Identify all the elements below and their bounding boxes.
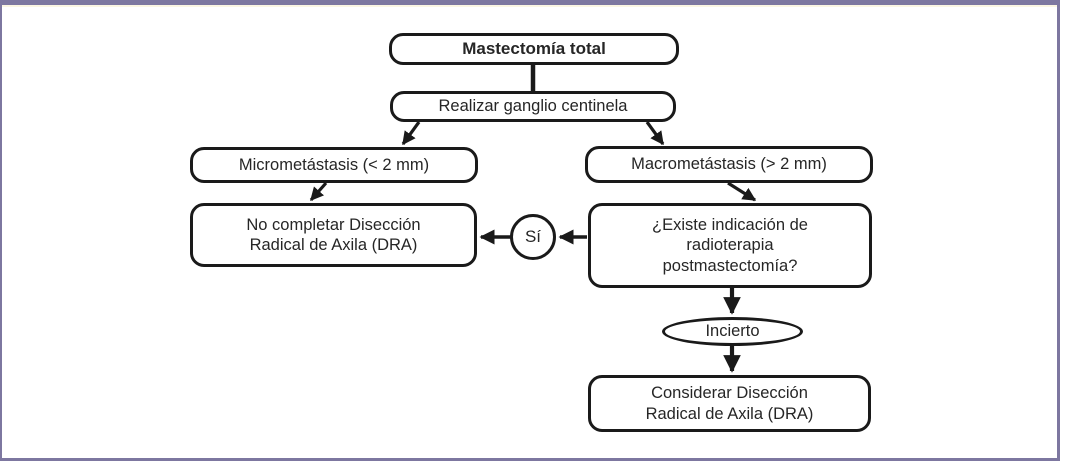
node-macrometastasis: Macrometástasis (> 2 mm) [585, 146, 873, 183]
node-no-completar-dra-label: No completar Disección Radical de Axila … [246, 215, 421, 254]
node-micrometastasis-label: Micrometástasis (< 2 mm) [238, 155, 430, 174]
node-no-completar-dra: No completar Disección Radical de Axila … [190, 203, 477, 267]
node-incierto: Incierto [662, 317, 803, 346]
node-existe-indicacion-radioterapia: ¿Existe indicación de radioterapia postm… [588, 203, 872, 288]
node-considerar-dra-label: Considerar Disección Radical de Axila (D… [645, 384, 814, 423]
node-si: Sí [510, 214, 556, 260]
node-existe-indicacion-radioterapia-label: ¿Existe indicación de radioterapia postm… [652, 216, 808, 275]
node-macrometastasis-label: Macrometástasis (> 2 mm) [631, 155, 827, 174]
arrow-micrometastasis-to-no-completar [309, 181, 328, 202]
node-micrometastasis: Micrometástasis (< 2 mm) [190, 147, 478, 183]
arrow-realizar-to-macrometastasis [645, 121, 665, 146]
node-considerar-dra: Considerar Disección Radical de Axila (D… [588, 375, 871, 432]
node-realizar-ganglio-centinela: Realizar ganglio centinela [390, 91, 676, 122]
node-incierto-label: Incierto [705, 322, 760, 341]
arrow-realizar-to-micrometastasis [401, 121, 421, 146]
node-si-label: Sí [524, 226, 542, 246]
node-realizar-ganglio-centinela-label: Realizar ganglio centinela [438, 97, 628, 116]
node-mastectomia-total-label: Mastectomía total [462, 38, 606, 58]
arrow-macrometastasis-to-existe [727, 181, 757, 202]
node-mastectomia-total: Mastectomía total [389, 33, 679, 65]
